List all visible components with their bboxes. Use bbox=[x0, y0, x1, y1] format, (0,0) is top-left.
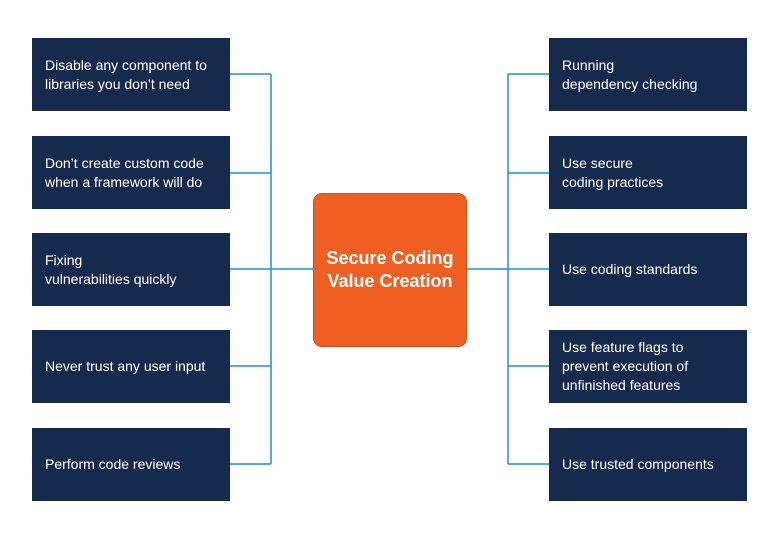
left-node-1-label: Disable any component to libraries you d… bbox=[45, 56, 207, 92]
right-node-4-label: Use feature flags to prevent execution o… bbox=[562, 339, 689, 393]
right-node-1-label: Running dependency checking bbox=[562, 56, 698, 92]
left-node-5-label: Perform code reviews bbox=[45, 456, 181, 472]
left-node-2: Don’t create custom code when a framewor… bbox=[32, 136, 230, 209]
center-node: Secure Coding Value Creation bbox=[313, 193, 467, 347]
right-node-3-label: Use coding standards bbox=[562, 261, 698, 277]
left-node-3: Fixing vulnerabilities quickly bbox=[32, 233, 230, 306]
left-node-1: Disable any component to libraries you d… bbox=[32, 38, 230, 111]
left-node-5: Perform code reviews bbox=[32, 428, 230, 501]
right-node-5: Use trusted components bbox=[549, 428, 747, 501]
right-node-2-label: Use secure coding practices bbox=[562, 154, 664, 190]
right-node-4: Use feature flags to prevent execution o… bbox=[549, 330, 747, 403]
left-node-2-label: Don’t create custom code when a framewor… bbox=[45, 154, 204, 190]
center-node-label: Secure Coding Value Creation bbox=[326, 248, 454, 291]
right-node-1: Running dependency checking bbox=[549, 38, 747, 111]
left-node-3-label: Fixing vulnerabilities quickly bbox=[45, 251, 177, 287]
right-node-3: Use coding standards bbox=[549, 233, 747, 306]
right-node-5-label: Use trusted components bbox=[562, 456, 714, 472]
left-node-4: Never trust any user input bbox=[32, 330, 230, 403]
left-node-4-label: Never trust any user input bbox=[45, 358, 206, 374]
right-node-2: Use secure coding practices bbox=[549, 136, 747, 209]
